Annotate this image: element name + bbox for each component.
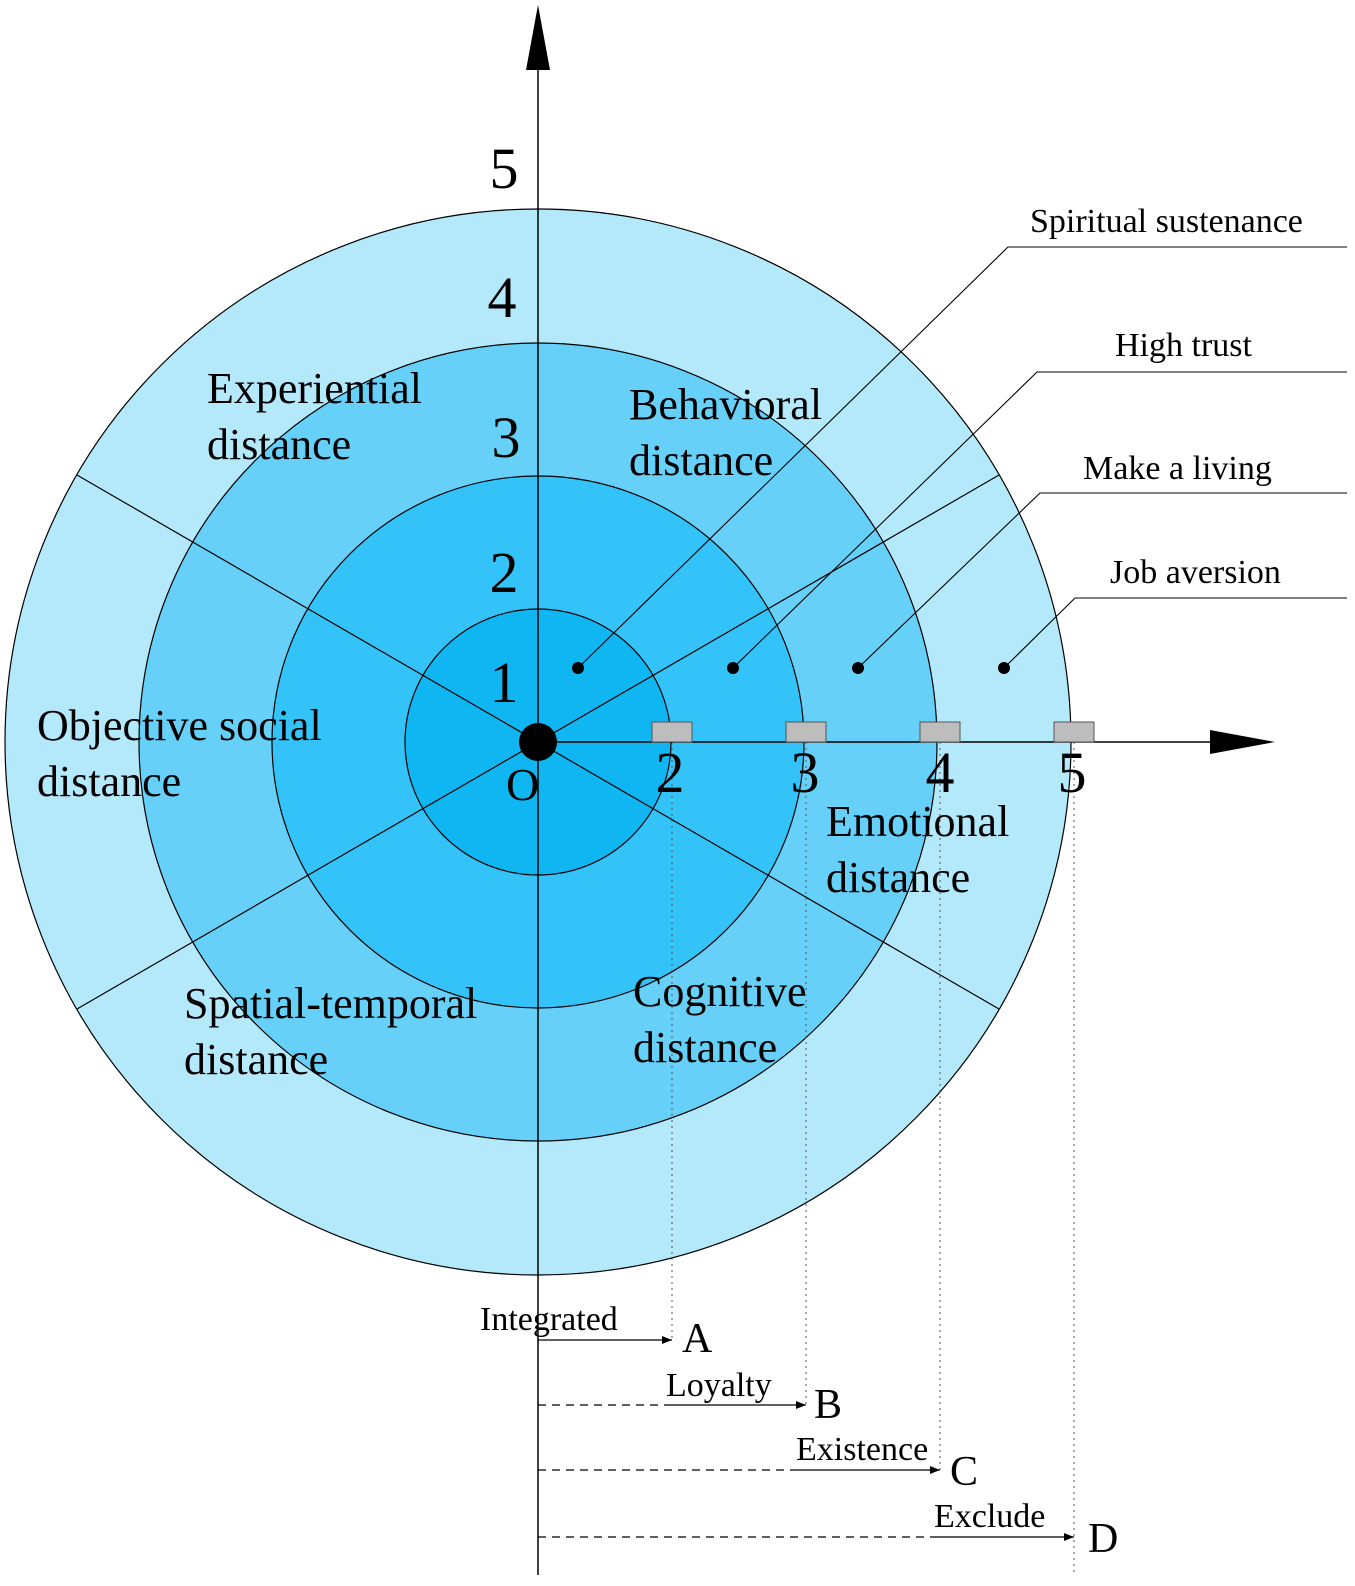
vertical-tick-4: 4 — [488, 265, 517, 330]
horizontal-tick-4: 4 — [926, 740, 955, 805]
sector-experiential-line2: distance — [207, 420, 351, 469]
outcome-label-integrated: Integrated — [480, 1301, 618, 1338]
callout-dots — [572, 662, 1010, 674]
outcome-labels: Integrated Loyalty Existence Exclude — [480, 1301, 1045, 1535]
divider-lower-left — [76, 741, 539, 1010]
outcome-label-exclude: Exclude — [934, 1498, 1045, 1535]
sector-behavioral-line1: Behavioral — [629, 380, 822, 429]
sector-labels: Experiential distance Behavioral distanc… — [37, 364, 1020, 1084]
horizontal-tick-5: 5 — [1058, 740, 1087, 805]
outcome-letter-d: D — [1088, 1516, 1118, 1562]
axis-marker-2 — [651, 721, 693, 743]
horizontal-tick-3: 3 — [791, 740, 820, 805]
sector-objective-social-line2: distance — [37, 757, 181, 806]
callout-job-aversion: Job aversion — [1110, 554, 1281, 591]
vertical-tick-3: 3 — [492, 405, 521, 470]
horizontal-tick-2: 2 — [656, 740, 685, 805]
sector-spatial-temporal-line1: Spatial-temporal — [184, 979, 477, 1028]
sector-cognitive-line1: Cognitive — [633, 967, 807, 1016]
sector-emotional-line2: distance — [826, 853, 970, 902]
outcome-letter-a: A — [682, 1316, 713, 1362]
leader-spiritual-sustenance — [577, 246, 1347, 669]
divider-upper-left — [76, 474, 539, 743]
sector-spatial-temporal-line2: distance — [184, 1035, 328, 1084]
horizontal-tick-labels: 2 3 4 5 — [656, 740, 1087, 805]
outcome-label-loyalty: Loyalty — [666, 1367, 772, 1404]
axes — [519, 5, 1275, 1575]
sector-cognitive: Cognitive distance — [633, 967, 818, 1072]
sector-behavioral-line2: distance — [629, 436, 773, 485]
vertical-tick-2: 2 — [490, 540, 519, 605]
sector-behavioral: Behavioral distance — [629, 380, 833, 485]
dot-job-aversion — [998, 662, 1010, 674]
dot-make-a-living — [852, 662, 864, 674]
divider-upper-right — [537, 474, 1000, 743]
leader-high-trust — [732, 371, 1347, 669]
sector-experiential-line1: Experiential — [207, 364, 422, 413]
callout-high-trust: High trust — [1115, 327, 1253, 364]
sector-emotional: Emotional distance — [826, 797, 1020, 902]
vertical-tick-1: 1 — [490, 650, 519, 715]
origin-point — [519, 723, 557, 761]
outcome-arrows — [538, 1336, 1074, 1541]
outcome-letters: A B C D — [682, 1316, 1118, 1562]
sector-objective-social: Objective social distance — [37, 701, 333, 806]
outcome-letter-c: C — [950, 1449, 978, 1495]
callout-spiritual-sustenance: Spiritual sustenance — [1030, 203, 1303, 240]
axis-marker-4 — [919, 721, 961, 743]
vertical-axis-arrowhead — [526, 5, 550, 70]
sector-dividers — [76, 474, 1000, 1010]
leader-job-aversion — [1003, 597, 1347, 669]
axis-marker-3 — [785, 721, 827, 743]
horizontal-axis-arrowhead — [1210, 730, 1275, 754]
axis-marker-5 — [1053, 721, 1095, 743]
sector-cognitive-line2: distance — [633, 1023, 777, 1072]
origin-label: O — [506, 759, 539, 810]
sector-experiential: Experiential distance — [207, 364, 433, 469]
sector-emotional-line1: Emotional — [826, 797, 1009, 846]
sector-spatial-temporal: Spatial-temporal distance — [184, 979, 488, 1084]
callout-leaders — [577, 246, 1347, 669]
vertical-tick-5: 5 — [490, 136, 519, 201]
divider-lower-right — [537, 741, 1000, 1010]
dotted-guides — [671, 742, 1075, 1575]
leader-make-a-living — [857, 492, 1347, 669]
outcome-letter-b: B — [814, 1382, 842, 1428]
dot-high-trust — [727, 662, 739, 674]
outcome-label-existence: Existence — [796, 1431, 928, 1468]
sector-objective-social-line1: Objective social — [37, 701, 322, 750]
vertical-tick-labels: 1 2 3 4 5 — [488, 136, 521, 715]
dot-spiritual-sustenance — [572, 662, 584, 674]
callout-labels: Spiritual sustenance High trust Make a l… — [1030, 203, 1303, 591]
callout-make-a-living: Make a living — [1083, 450, 1272, 487]
